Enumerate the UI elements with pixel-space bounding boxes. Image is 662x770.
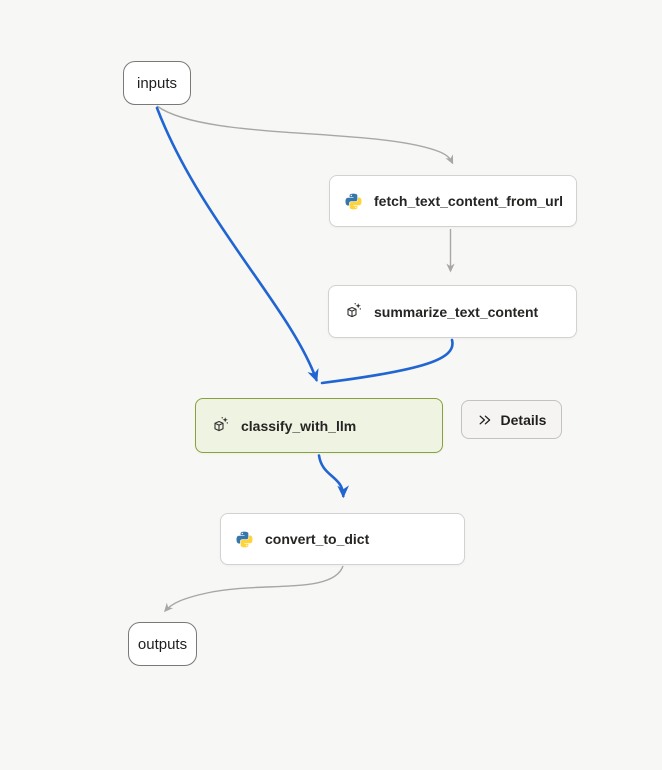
node-outputs[interactable]: outputs — [128, 622, 197, 666]
python-icon — [235, 530, 254, 549]
llm-sparkle-cube-icon — [210, 416, 230, 436]
node-summarize-text-content[interactable]: summarize_text_content — [328, 285, 577, 338]
edge-inputs-to-classify — [155, 106, 319, 382]
node-classify-label: classify_with_llm — [241, 417, 357, 434]
llm-sparkle-cube-icon — [343, 302, 363, 322]
node-summarize-label: summarize_text_content — [374, 303, 539, 320]
node-convert-label: convert_to_dict — [265, 531, 370, 547]
node-convert-to-dict[interactable]: convert_to_dict — [220, 513, 465, 565]
edge-classify-to-convert — [317, 454, 350, 499]
node-fetch-text-content-from-url[interactable]: fetch_text_content_from_url — [329, 175, 577, 227]
edge-summarize-to-classify — [320, 338, 454, 385]
double-chevron-right-icon — [477, 412, 493, 428]
node-inputs[interactable]: inputs — [123, 61, 191, 105]
details-button[interactable]: Details — [461, 400, 562, 439]
node-outputs-label: outputs — [137, 635, 188, 653]
details-button-label: Details — [500, 411, 547, 428]
node-fetch-label: fetch_text_content_from_url — [374, 193, 564, 209]
edge-convert-to-outputs — [164, 565, 344, 613]
node-inputs-label: inputs — [136, 74, 178, 92]
node-classify-with-llm[interactable]: classify_with_llm — [195, 398, 443, 453]
python-icon — [344, 192, 363, 211]
edge-inputs-to-fetch — [156, 105, 454, 165]
